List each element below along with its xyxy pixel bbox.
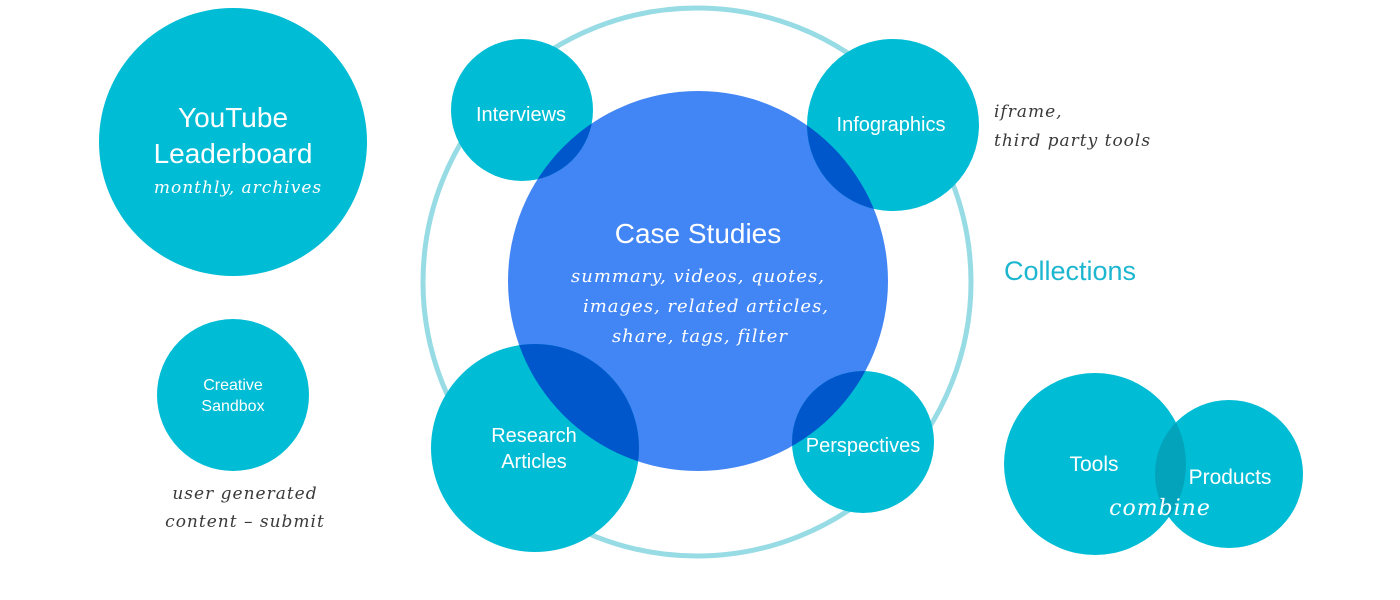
- collections-ring: [420, 5, 974, 559]
- youtube-leaderboard-node[interactable]: YouTube Leaderboard monthly, archives: [99, 8, 367, 276]
- case-studies-note-line3: share, tags, filter: [612, 326, 788, 347]
- perspectives-label: Perspectives: [806, 435, 921, 457]
- infographics-label: Infographics: [837, 114, 946, 136]
- infographics-overlap: [807, 91, 888, 211]
- research-articles-label-line2: Articles: [501, 451, 567, 473]
- infographics-note-line2: third party tools: [994, 131, 1151, 151]
- creative-sandbox-note-line2: content – submit: [165, 512, 325, 532]
- youtube-leaderboard-circle: [99, 8, 367, 276]
- products-label: Products: [1189, 466, 1272, 489]
- creative-sandbox-title-line1: Creative: [203, 377, 263, 394]
- youtube-leaderboard-title-line2: Leaderboard: [154, 138, 313, 169]
- creative-sandbox-node[interactable]: Creative Sandbox: [157, 319, 309, 471]
- infographics-note-line1: iframe,: [994, 102, 1063, 122]
- case-studies-note-line1: summary, videos, quotes,: [571, 266, 825, 287]
- combine-note: combine: [1109, 496, 1211, 521]
- case-studies-note-line2: images, related articles,: [583, 296, 829, 317]
- interviews-label: Interviews: [476, 104, 566, 126]
- creative-sandbox-circle: [157, 319, 309, 471]
- youtube-leaderboard-note: monthly, archives: [154, 178, 322, 198]
- collections-label: Collections: [1004, 256, 1136, 286]
- creative-sandbox-title-line2: Sandbox: [201, 398, 264, 415]
- products-circle[interactable]: [1155, 400, 1303, 548]
- case-studies-title: Case Studies: [615, 218, 782, 249]
- creative-sandbox-note-line1: user generated: [172, 484, 317, 504]
- research-articles-label-line1: Research: [491, 425, 577, 447]
- youtube-leaderboard-title-line1: YouTube: [178, 102, 288, 133]
- tools-circle[interactable]: [1004, 373, 1186, 555]
- tools-label: Tools: [1069, 453, 1118, 476]
- interviews-circle[interactable]: [451, 39, 593, 181]
